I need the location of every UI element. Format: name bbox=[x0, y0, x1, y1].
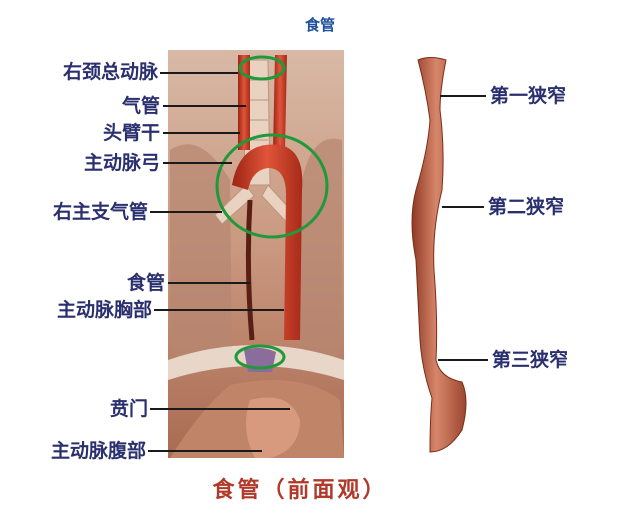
right-leader-lines bbox=[438, 95, 488, 361]
label-cardia: 贲门 bbox=[109, 398, 148, 420]
label-second-constriction: 第二狭窄 bbox=[488, 196, 565, 218]
left-leader-lines bbox=[148, 72, 290, 452]
label-esophagus: 食管 bbox=[126, 272, 165, 294]
figure-title: 食管 bbox=[304, 16, 335, 34]
right-esophagus-illustration bbox=[411, 57, 467, 453]
highlight-ring-second bbox=[215, 133, 329, 239]
left-anatomy-panel bbox=[168, 50, 344, 458]
label-aortic-arch: 主动脉弓 bbox=[83, 152, 160, 174]
label-right-main-bronchus: 右主支气管 bbox=[52, 201, 148, 223]
constriction-highlights bbox=[215, 55, 329, 370]
label-third-constriction: 第三狭窄 bbox=[492, 349, 569, 371]
label-first-constriction: 第一狭窄 bbox=[490, 85, 567, 107]
label-trachea: 气管 bbox=[121, 95, 160, 117]
label-abdominal-aorta: 主动脉腹部 bbox=[50, 440, 146, 462]
label-thoracic-aorta: 主动脉胸部 bbox=[56, 299, 152, 321]
figure-caption: 食管（前面观） bbox=[212, 477, 388, 503]
highlight-ring-third bbox=[234, 344, 286, 370]
label-brachiocephalic-trunk: 头臂干 bbox=[102, 122, 160, 144]
label-right-common-carotid: 右颈总动脉 bbox=[62, 61, 158, 83]
highlight-ring-first bbox=[238, 55, 286, 81]
